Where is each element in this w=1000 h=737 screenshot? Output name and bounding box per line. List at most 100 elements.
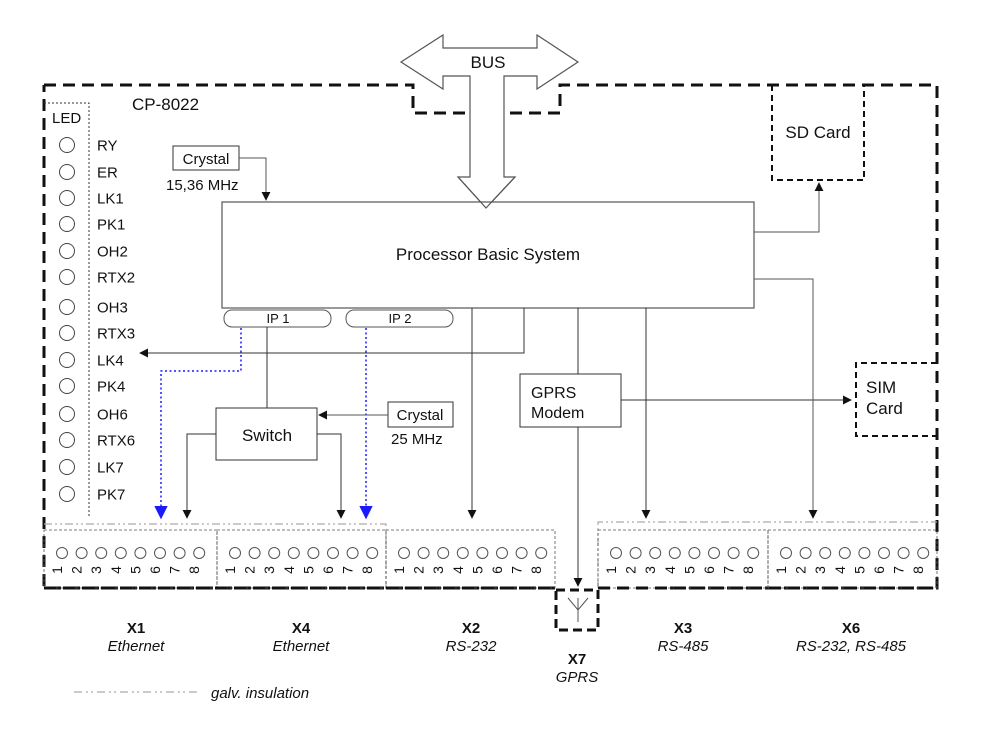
pin-number: 4	[281, 566, 297, 574]
switch-label: Switch	[242, 426, 292, 445]
gprs-modem-label-2: Modem	[531, 405, 584, 422]
pin-number: 2	[69, 566, 85, 574]
pin-number: 1	[773, 566, 789, 574]
connector-pin	[496, 547, 508, 559]
pin-number: 2	[411, 566, 427, 574]
connector-pin	[747, 547, 760, 559]
pin-number: 8	[359, 566, 375, 574]
led-label: RTX6	[97, 433, 135, 450]
pin-number: 2	[623, 566, 639, 574]
ip1-ethernet-link	[154, 328, 242, 520]
connector-pin	[917, 547, 930, 559]
connector-x4-block	[216, 529, 387, 589]
crystal1-box	[172, 145, 240, 171]
pin-number: 2	[793, 566, 809, 574]
switch-x1-link	[182, 433, 216, 519]
bus-arrow-tip	[457, 176, 516, 209]
connector-pin	[780, 547, 792, 559]
led-label: PK1	[97, 217, 125, 234]
connector-pin	[248, 547, 261, 559]
crystal1-label: Crystal	[183, 151, 230, 168]
connector-pin	[366, 547, 379, 559]
legend-label: galv. insulation	[211, 685, 309, 702]
pin-number: 1	[49, 566, 65, 574]
connector-pin	[95, 547, 108, 559]
switch-x4-link	[317, 433, 346, 519]
pin-number: 5	[127, 566, 143, 574]
pin-number: 4	[662, 566, 678, 574]
led-indicator	[59, 406, 75, 422]
pin-number: 6	[320, 566, 336, 574]
led-indicator	[59, 190, 75, 206]
gprs-modem-label-1: GPRS	[531, 385, 576, 402]
pin-number: 3	[430, 566, 446, 574]
pin-number: 7	[509, 566, 525, 574]
connector-x6-block	[767, 529, 938, 589]
led-indicator	[59, 325, 75, 341]
connector-x3-block	[597, 529, 769, 589]
led-indicator	[59, 216, 75, 232]
pin-number: 5	[681, 566, 697, 574]
pin-number: 8	[528, 566, 544, 574]
processor-sd-link	[754, 182, 824, 233]
pin-number: 3	[642, 566, 658, 574]
led-indicator	[59, 459, 75, 475]
connector-pin	[878, 547, 890, 559]
led-indicator	[59, 378, 75, 394]
connector-id: X2	[462, 620, 480, 637]
connector-x1-block	[43, 529, 218, 589]
processor-x6-link	[754, 278, 818, 519]
led-label: LK7	[97, 460, 124, 477]
connector-pin	[346, 547, 359, 559]
led-indicator	[59, 269, 75, 285]
pin-number: 7	[340, 566, 356, 574]
connector-pin	[668, 547, 681, 559]
connector-type: RS-232	[446, 638, 498, 655]
connector-pin	[515, 547, 528, 559]
led-label: PK4	[97, 379, 125, 396]
connector-pin	[398, 547, 410, 559]
led-indicator	[59, 352, 75, 368]
pin-number: 8	[186, 566, 202, 574]
sd-card-label: SD Card	[785, 123, 850, 142]
connector-x2-block	[385, 529, 556, 589]
connector-pin	[629, 547, 642, 559]
connector-pin	[838, 547, 851, 559]
pin-number: 2	[242, 566, 258, 574]
connector-pin	[114, 547, 127, 559]
pin-number: 8	[740, 566, 756, 574]
pin-number: 6	[489, 566, 505, 574]
connector-pin	[75, 547, 88, 559]
pin-number: 6	[871, 566, 887, 574]
pin-number: 5	[851, 566, 867, 574]
sd-card-box	[771, 85, 865, 181]
pin-number: 1	[603, 566, 619, 574]
lk4-link	[139, 308, 525, 358]
led-indicator	[59, 432, 75, 448]
connector-pin	[287, 547, 300, 559]
bus-label: BUS	[471, 53, 506, 72]
bus-arrow	[399, 33, 580, 209]
crystal1-freq: 15,36 MHz	[166, 177, 239, 194]
connector-type: RS-485	[658, 638, 710, 655]
led-label: LK1	[97, 191, 124, 208]
connector-type: Ethernet	[273, 638, 331, 655]
led-label: OH3	[97, 300, 128, 317]
pin-number: 5	[469, 566, 485, 574]
switch-box	[215, 407, 318, 461]
sim-card-label-2: Card	[866, 399, 903, 418]
pin-number: 4	[450, 566, 466, 574]
connector-pin	[307, 547, 320, 559]
led-label: LK4	[97, 353, 124, 370]
pin-number: 4	[108, 566, 124, 574]
crystal1-link	[239, 157, 271, 201]
sim-card-label-1: SIM	[866, 378, 896, 397]
antenna-icon	[567, 597, 589, 622]
led-panel-border	[44, 102, 90, 518]
pin-number: 8	[910, 566, 926, 574]
pin-number: 3	[88, 566, 104, 574]
ip2-port	[345, 309, 454, 328]
connector-id: X6	[842, 620, 860, 637]
